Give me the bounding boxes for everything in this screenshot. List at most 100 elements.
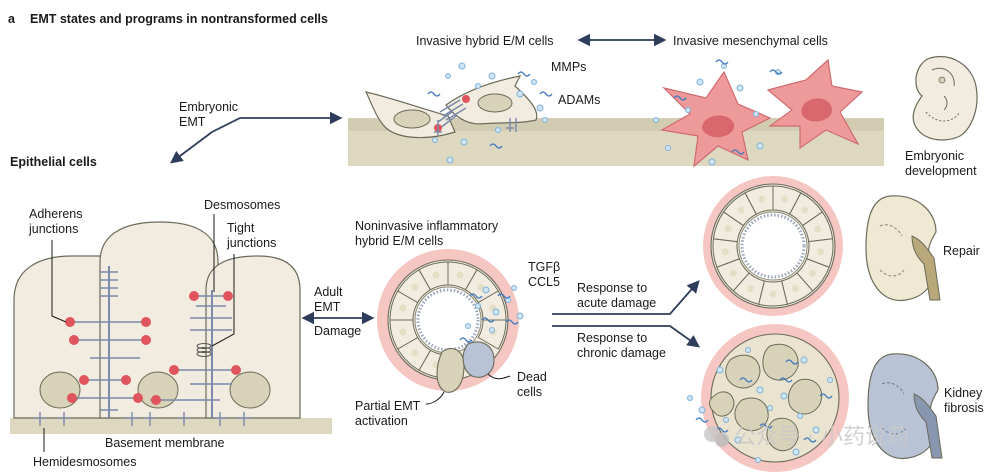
epithelial-basement-membrane xyxy=(10,418,332,434)
dead-cells-label-1: Dead xyxy=(517,370,547,384)
adherens-callout-line xyxy=(51,240,67,323)
fibrotic-kidney xyxy=(867,353,943,460)
organoid-cell-nucleus xyxy=(456,271,464,279)
embryonic-development-label-2: development xyxy=(905,164,977,178)
partial-emt-cell xyxy=(436,348,465,393)
chronic-response-label-1: Response to xyxy=(577,331,647,345)
organoid-cell-nucleus xyxy=(432,271,440,279)
dead-cells-label-2: cells xyxy=(517,385,542,399)
mmp-squiggles xyxy=(427,59,783,155)
epithelial-nucleus-2 xyxy=(137,371,179,409)
embryonic-emt-label-2: EMT xyxy=(179,115,206,129)
organoid-cell-nucleus xyxy=(737,206,745,214)
hybrid-junction xyxy=(437,99,467,129)
organoid-cell-nucleus xyxy=(399,328,407,336)
noninvasive-label-1: Noninvasive inflammatory xyxy=(355,219,499,233)
epithelial-cell-center xyxy=(99,221,219,419)
adherens-junctions-label-1: Adherens xyxy=(29,207,83,221)
watermark: 公众号 · 小药说药 xyxy=(704,425,909,450)
organoid-cell-nucleus xyxy=(729,269,737,277)
junction-ladder-right xyxy=(150,290,240,418)
hybrid-adherens-dot-2 xyxy=(462,95,470,103)
hemidesmosome-markers xyxy=(34,412,250,426)
chronic-response-arrow xyxy=(552,325,701,348)
fibrosis-squiggles xyxy=(695,359,833,443)
partial-emt-callout-line xyxy=(425,391,445,405)
partial-emt-label-1: Partial EMT xyxy=(355,399,421,413)
mmps-label: MMPs xyxy=(551,60,586,74)
embryonic-emt-label-1: Embryonic xyxy=(179,100,238,114)
acute-response-label-1: Response to xyxy=(577,281,647,295)
organoid-squiggles xyxy=(459,293,519,343)
junction-ladder-left xyxy=(66,266,150,418)
acute-response-label-2: acute damage xyxy=(577,296,656,310)
mesenchymal-nucleus-1 xyxy=(702,115,735,138)
organoid-bubbles xyxy=(465,285,524,333)
tight-junction-coil xyxy=(196,343,212,357)
embryonic-emt-arrow-left xyxy=(169,131,213,164)
fibrosis-bubbles xyxy=(687,347,833,463)
chronic-response-label-2: chronic damage xyxy=(577,346,666,360)
organoid-cell-nucleus xyxy=(791,285,799,293)
kidney-fibrosis-label-1: Kidney xyxy=(944,386,983,400)
healthy-kidney xyxy=(865,195,941,302)
hybrid-hemidesmosomes xyxy=(434,118,517,136)
embryo-illustration xyxy=(912,56,978,141)
top-invasive-section: Invasive hybrid E/M cells Invasive mesen… xyxy=(348,33,884,168)
hybrid-cells-label: Invasive hybrid E/M cells xyxy=(416,34,554,48)
acute-organoid xyxy=(703,176,843,316)
panel-title: EMT states and programs in nontransforme… xyxy=(30,12,328,26)
tight-junctions-callout-line xyxy=(211,254,235,347)
acute-organoid-cell-ring xyxy=(712,185,834,307)
organoid-cell-nucleus xyxy=(747,285,755,293)
tight-junctions-label-2: junctions xyxy=(226,236,276,250)
mesenchymal-nucleus-2 xyxy=(801,98,832,122)
organoid-cell-nucleus xyxy=(769,290,777,298)
hemidesmosomes-label: Hemidesmosomes xyxy=(33,455,137,469)
organoid-cell-nucleus xyxy=(399,304,407,312)
adherens-junctions-label-2: junctions xyxy=(28,222,78,236)
desmosomes-label: Desmosomes xyxy=(204,198,280,212)
watermark-text: 公众号 · 小药说药 xyxy=(734,425,909,450)
organoid-cell-nucleus xyxy=(411,349,419,357)
kidney-fibrosis-label-2: fibrosis xyxy=(944,401,984,415)
adult-emt-label-2: EMT xyxy=(314,300,341,314)
organoid-cell-nucleus xyxy=(817,248,825,256)
organoid-cell-nucleus xyxy=(780,195,788,203)
panel-letter: a xyxy=(8,12,16,26)
adherens-junction-dots xyxy=(65,291,241,405)
epithelial-nucleus-1 xyxy=(39,371,81,409)
noninvasive-label-2: hybrid E/M cells xyxy=(355,234,443,248)
embryonic-emt-arrow-right xyxy=(211,111,343,133)
epithelial-nucleus-3 xyxy=(229,371,271,409)
tight-junctions-label-1: Tight xyxy=(227,221,255,235)
organoid-cell-nucleus xyxy=(411,283,419,291)
organoid-cell-nucleus xyxy=(721,248,729,256)
mesenchymal-cells-label: Invasive mesenchymal cells xyxy=(673,34,828,48)
hybrid-nucleus-1 xyxy=(393,109,431,129)
basement-membrane-label: Basement membrane xyxy=(105,436,225,450)
tgfb-label: TGFβ xyxy=(528,260,560,274)
organoid-cell-nucleus xyxy=(801,206,809,214)
epithelial-cells-title: Epithelial cells xyxy=(10,155,97,169)
adams-label: ADAMs xyxy=(558,93,600,107)
acute-response-arrow xyxy=(552,280,700,315)
ccl5-label: CCL5 xyxy=(528,275,560,289)
organoid-cell-nucleus xyxy=(809,269,817,277)
damage-label: Damage xyxy=(314,324,361,338)
chronic-organoid xyxy=(687,324,849,472)
noninvasive-organoid xyxy=(377,249,524,393)
dead-cell xyxy=(462,341,495,378)
dead-cells-callout-line xyxy=(487,373,511,380)
partial-emt-label-2: activation xyxy=(355,414,408,428)
adult-emt-label-1: Adult xyxy=(314,285,343,299)
organoid-cell-nucleus xyxy=(477,283,485,291)
repair-label: Repair xyxy=(943,244,980,258)
organoid-cell-nucleus xyxy=(814,225,822,233)
hybrid-nucleus-2 xyxy=(477,93,513,113)
epithelial-cells xyxy=(10,221,332,434)
organoid-cell-nucleus xyxy=(724,225,732,233)
fibrotic-cells xyxy=(709,343,823,452)
organoid-cell-nucleus xyxy=(758,195,766,203)
